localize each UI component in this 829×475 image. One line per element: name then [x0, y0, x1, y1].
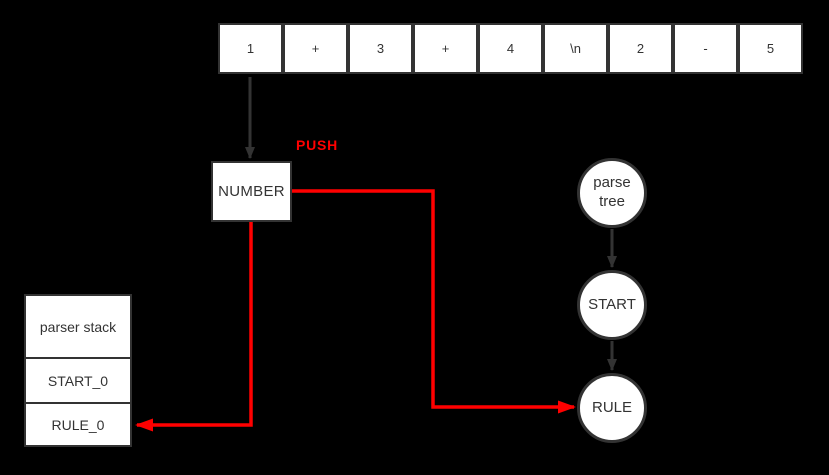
parse-tree-node-label: parse tree [593, 174, 631, 210]
rule-node-label: RULE [591, 398, 632, 416]
token-cell: + [413, 23, 478, 74]
token-cell: 1 [218, 23, 283, 74]
token-strip: 1 + 3 + 4 \n 2 - 5 [218, 23, 803, 74]
token-cell: + [283, 23, 348, 74]
stack-item-start0: START_0 [26, 359, 130, 404]
parser-stack-header: parser stack [26, 296, 130, 359]
token-cell: 5 [738, 23, 803, 74]
start-node-label: START [588, 295, 636, 313]
token-cell: \n [543, 23, 608, 74]
token-cell: - [673, 23, 738, 74]
push-arrow-to-rule0 [135, 222, 253, 432]
token-cell: 2 [608, 23, 673, 74]
start-node: START [577, 270, 647, 340]
stack-item-rule0: RULE_0 [26, 404, 130, 445]
push-action-label: PUSH [296, 137, 339, 153]
rule-node: RULE [577, 373, 647, 443]
number-state-box: NUMBER [211, 161, 292, 222]
parse-tree-node: parse tree [577, 158, 647, 228]
token-cell: 4 [478, 23, 543, 74]
parser-stack: parser stack START_0 RULE_0 [24, 294, 132, 447]
push-arrow-to-rule [292, 189, 576, 414]
token-cell: 3 [348, 23, 413, 74]
